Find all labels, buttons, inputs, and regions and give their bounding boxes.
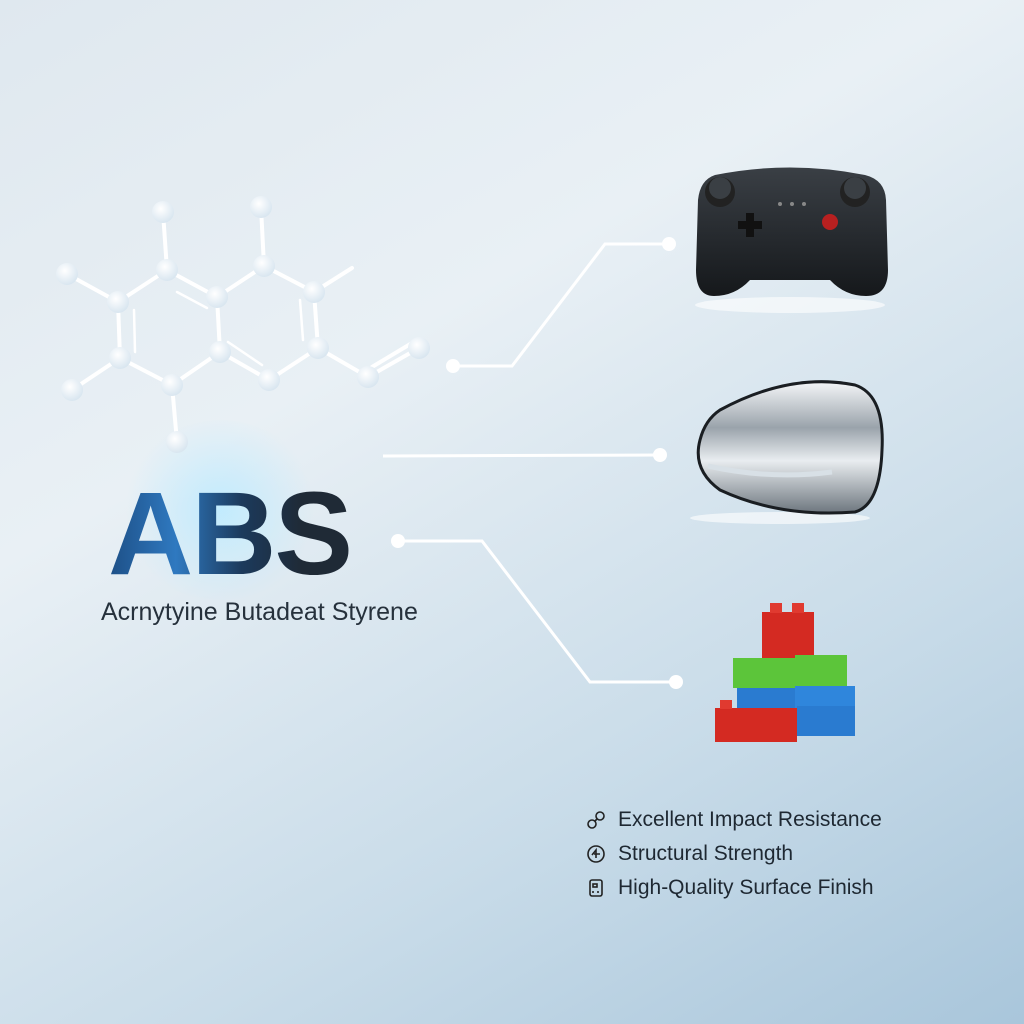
car-mirror-icon: [690, 380, 884, 524]
feature-list: Excellent Impact Resistance Structural S…: [585, 803, 882, 905]
feature-label: Excellent Impact Resistance: [618, 808, 882, 831]
feature-item: Structural Strength: [585, 837, 882, 871]
molecule-atoms: [56, 196, 430, 453]
molecule-diagram: [65, 205, 421, 444]
title-glow: [120, 420, 320, 600]
feature-item: Excellent Impact Resistance: [585, 803, 882, 837]
impact-icon: [585, 809, 607, 831]
strength-icon: [585, 843, 607, 865]
feature-label: Structural Strength: [618, 842, 794, 865]
game-controller-icon: [695, 167, 888, 313]
material-subtitle: Acrnytyine Butadeat Styrene: [101, 598, 418, 626]
feature-label: High-Quality Surface Finish: [618, 876, 874, 899]
feature-item: High-Quality Surface Finish: [585, 871, 882, 905]
connector-dots: [391, 237, 683, 689]
connector-lines: [382, 242, 676, 684]
surface-finish-icon: [585, 877, 607, 899]
building-blocks-icon: [715, 603, 855, 742]
material-title: ABS: [108, 468, 353, 600]
